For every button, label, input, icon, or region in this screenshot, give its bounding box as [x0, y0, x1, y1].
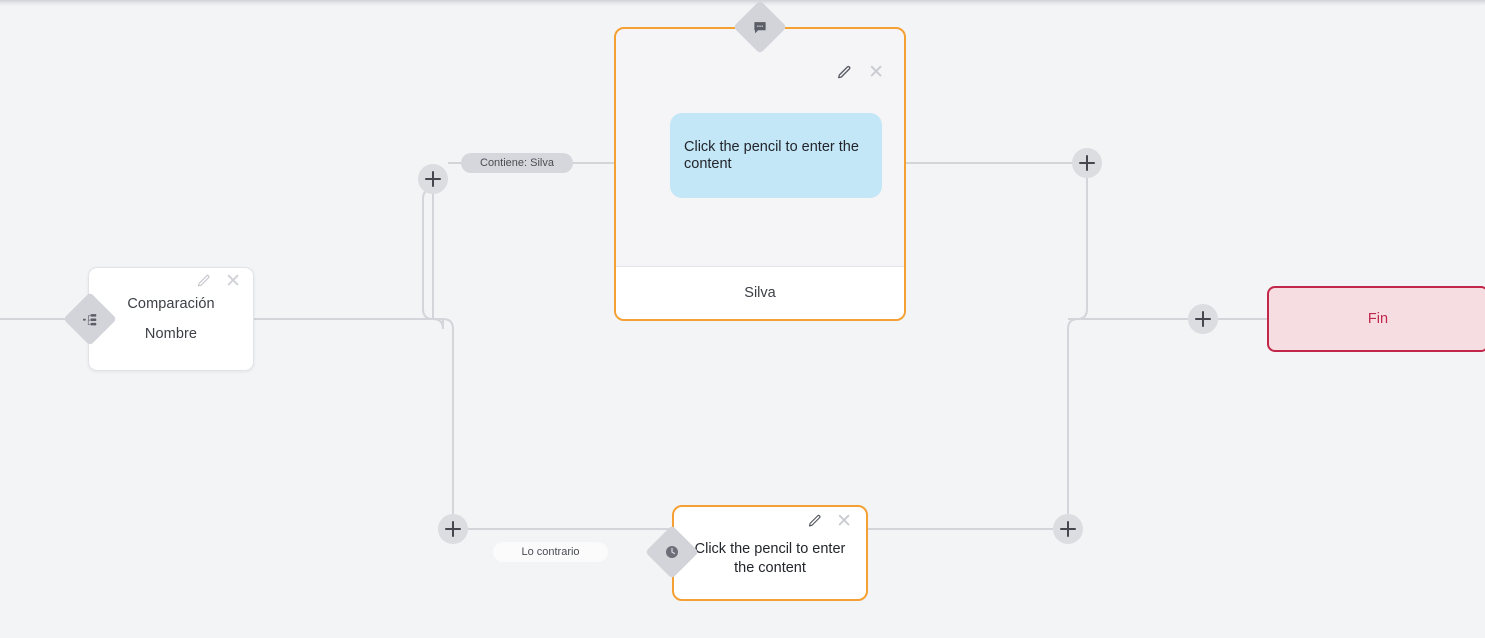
wire-right-bottom-merge	[1067, 318, 1087, 514]
edge-label-otherwise[interactable]: Lo contrario	[493, 542, 608, 562]
branch-decision-icon	[83, 312, 98, 327]
wire-right-top-merge	[1068, 178, 1088, 320]
close-icon[interactable]: ✕	[836, 510, 852, 532]
close-icon[interactable]: ✕	[225, 270, 241, 292]
clock-badge[interactable]	[645, 525, 699, 579]
message-controls: ✕	[836, 62, 884, 83]
clock-icon	[664, 544, 680, 560]
message-body: Click the pencil to enter the content	[616, 29, 904, 266]
add-node-before-end[interactable]	[1188, 304, 1218, 334]
comparison-title: Comparación	[127, 296, 215, 312]
add-node-top-right[interactable]	[1072, 148, 1102, 178]
node-end[interactable]: Fin	[1267, 286, 1485, 352]
wire-down	[442, 318, 454, 529]
edge-label-contains[interactable]: Contiene: Silva	[461, 153, 573, 173]
wait-controls: ✕	[807, 510, 852, 532]
toolbar-edge-shadow	[0, 0, 1485, 6]
add-node-bottom-left[interactable]	[438, 514, 468, 544]
message-bubble[interactable]: Click the pencil to enter the content	[670, 113, 882, 198]
branch-decision-badge[interactable]	[63, 292, 117, 346]
node-message[interactable]: ✕ Click the pencil to enter the content …	[614, 27, 906, 321]
wait-text[interactable]: Click the pencil to enter the content	[694, 541, 846, 576]
comparison-subtitle: Nombre	[144, 326, 198, 342]
comparison-controls: ✕	[196, 270, 241, 292]
message-footer-label: Silva	[616, 266, 904, 319]
add-node-bottom-right[interactable]	[1053, 514, 1083, 544]
add-node-top-left[interactable]	[418, 164, 448, 194]
pencil-icon[interactable]	[836, 65, 852, 81]
chat-bubble-badge[interactable]	[733, 0, 787, 54]
node-wait[interactable]: ✕ Click the pencil to enter the content	[672, 505, 868, 601]
chat-bubble-icon	[753, 20, 768, 35]
pencil-icon[interactable]	[196, 274, 211, 289]
pencil-icon[interactable]	[807, 514, 822, 529]
wire-up-stub	[422, 179, 444, 330]
close-icon[interactable]: ✕	[868, 62, 884, 83]
